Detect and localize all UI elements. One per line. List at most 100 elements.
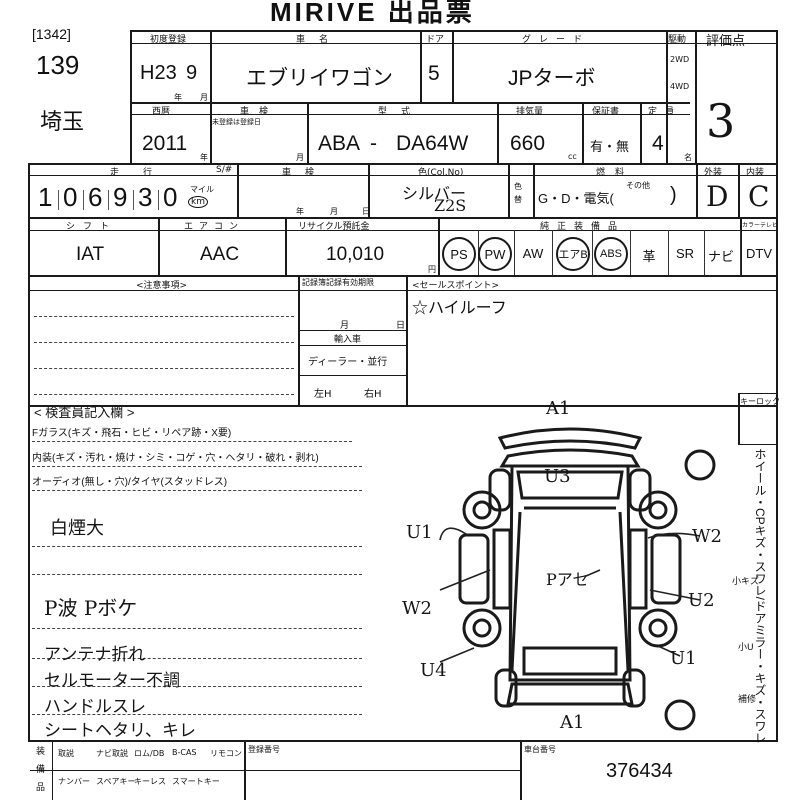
mark-right-front: W2 bbox=[692, 526, 722, 547]
yen-unit: 円 bbox=[428, 265, 436, 274]
inspector-note-5: ハンドルスレ bbox=[44, 697, 146, 717]
import-label: 輸入車 bbox=[334, 335, 362, 345]
shift: IAT bbox=[76, 244, 105, 265]
recycle: 10,010 bbox=[326, 244, 385, 265]
mark-right-rear: U1 bbox=[670, 648, 697, 669]
reg-label: 初度登録 bbox=[150, 35, 187, 45]
sheet-title: MIRIVE 出品票 bbox=[270, 0, 475, 27]
mileage-digit: 6 bbox=[88, 182, 103, 212]
legend-small-dent: 小U bbox=[738, 643, 754, 653]
footer-item-8: スマートキー bbox=[172, 777, 220, 786]
footer-item-4: リモコン bbox=[210, 749, 242, 758]
footer-item-1: ナビ取説 bbox=[96, 749, 128, 758]
int-grade: C bbox=[748, 180, 770, 213]
record-label: 記録簿記録有効期限 bbox=[302, 278, 374, 287]
car-diagram bbox=[439, 427, 716, 731]
mark-left-rear: U4 bbox=[420, 660, 447, 681]
fuel-label: 燃料 bbox=[596, 168, 635, 178]
inspector-line-3: オーディオ(無し・穴)/タイヤ(スタッドレス) bbox=[32, 477, 228, 488]
seats: 4 bbox=[652, 132, 664, 155]
type-dash: - bbox=[370, 132, 377, 155]
type-prefix: ABA bbox=[318, 132, 361, 155]
footer-item-7: キーレス bbox=[134, 777, 166, 786]
seats-label: 定員 bbox=[648, 107, 683, 117]
inspector-note-3: アンテナ折れ bbox=[44, 645, 146, 665]
footer-side-2: 備 bbox=[36, 765, 46, 775]
caution-label: <注意事項> bbox=[136, 281, 188, 291]
model-year-unit: 年 bbox=[200, 153, 208, 162]
km-unit: km bbox=[188, 196, 208, 208]
grade-label: グレード bbox=[522, 35, 591, 45]
equipment-4: ABS bbox=[594, 237, 628, 271]
inspector-line-1: Fガラス(キズ・飛石・ヒビ・リペア跡・X要) bbox=[32, 428, 232, 439]
footer-item-0: 取説 bbox=[58, 749, 74, 758]
fuel-close: ) bbox=[670, 184, 677, 206]
equip-label: 純正装備品 bbox=[540, 222, 626, 232]
type-label: 型式 bbox=[378, 107, 425, 117]
doors-label: ドア bbox=[426, 35, 445, 45]
inspection-day-unit: 日 bbox=[362, 207, 370, 216]
diagram-legend: ホイール・CPキズ・スワレ/ドアミラー・キズ・スワレ bbox=[753, 448, 767, 745]
score: 3 bbox=[706, 94, 736, 148]
reg-no-label: 登録番号 bbox=[248, 745, 280, 754]
reg-month-unit: 月 bbox=[200, 93, 208, 102]
handle-left: 左H bbox=[314, 389, 332, 400]
mileage-digit: 0 bbox=[63, 182, 78, 212]
recycle-label: リサイクル預託金 bbox=[298, 222, 370, 232]
equipment-3: エアB bbox=[556, 237, 590, 271]
seats-unit: 名 bbox=[684, 153, 692, 162]
reg-month: 9 bbox=[186, 62, 198, 84]
mark-center: Pアセ bbox=[546, 570, 589, 589]
mark-left-mid: W2 bbox=[402, 598, 432, 619]
model-year-label: 西暦 bbox=[152, 107, 171, 117]
drive-4wd: 4WD bbox=[670, 82, 690, 91]
equipment-8: DTV bbox=[746, 246, 772, 261]
cc-unit: cc bbox=[568, 152, 577, 161]
mark-left-front: U1 bbox=[406, 522, 433, 543]
sales-label: <セールスポイント> bbox=[412, 281, 500, 291]
inspector-label: < 検査員記入欄 > bbox=[34, 405, 135, 420]
mark-roof: U3 bbox=[544, 466, 571, 487]
inspector-line-2: 内装(キズ・汚れ・焼け・シミ・コゲ・穴・ヘタリ・破れ・剥れ) bbox=[32, 453, 319, 464]
ac-label: エアコン bbox=[184, 222, 245, 232]
inspection-month3-unit: 月 bbox=[330, 207, 338, 216]
shift-label: シフト bbox=[66, 222, 118, 232]
name-label: 車名 bbox=[296, 35, 343, 45]
equipment-1: PW bbox=[478, 237, 512, 271]
ext-grade: D bbox=[706, 180, 729, 213]
sales-point: ☆ハイルーフ bbox=[412, 300, 507, 317]
footer-item-2: ロム/DB bbox=[134, 749, 165, 758]
doors: 5 bbox=[428, 62, 440, 85]
inspection-note: 未登録は登録日 bbox=[212, 118, 261, 126]
inspector-note-1: 白煙大 bbox=[50, 518, 104, 539]
region: 埼玉 bbox=[40, 109, 85, 134]
fuel-other: その他 bbox=[626, 181, 650, 190]
mark-front: A1 bbox=[546, 398, 571, 419]
color-no: Z2S bbox=[434, 196, 467, 215]
color: シルバー bbox=[402, 186, 467, 203]
mile-unit: マイル bbox=[190, 185, 214, 194]
mark-right-mid: U2 bbox=[688, 590, 715, 611]
option-label: カラーテレビ bbox=[742, 222, 779, 229]
mileage-digit: 1 bbox=[38, 182, 53, 212]
equipment-7: ナビ bbox=[707, 249, 734, 264]
inspector-note-2: P波 Pボケ bbox=[44, 596, 138, 620]
drive-label: 駆動 bbox=[668, 35, 687, 45]
vehicle-no-label: 車台番号 bbox=[524, 745, 556, 754]
grade: JPターボ bbox=[508, 67, 596, 90]
equipment-2: AW bbox=[522, 246, 544, 261]
legend-small-scratch: 小キズ bbox=[732, 577, 760, 587]
int-label: 内装 bbox=[746, 168, 765, 178]
mileage-digit: 0 bbox=[163, 182, 178, 212]
car-name: エブリイワゴン bbox=[246, 67, 393, 90]
handle-right: 右H bbox=[364, 389, 382, 400]
vehicle-no: 376434 bbox=[606, 760, 673, 782]
legend-repair: 補修 bbox=[738, 695, 757, 705]
inspection-year-unit: 年 bbox=[296, 207, 304, 216]
inspection3-label: 車検 bbox=[282, 168, 329, 178]
footer-side-1: 装 bbox=[36, 747, 46, 757]
equipment-5: 革 bbox=[642, 249, 656, 264]
score-label: 評価点 bbox=[706, 34, 746, 49]
ac: AAC bbox=[200, 244, 240, 265]
cc-label: 排気量 bbox=[516, 107, 544, 117]
